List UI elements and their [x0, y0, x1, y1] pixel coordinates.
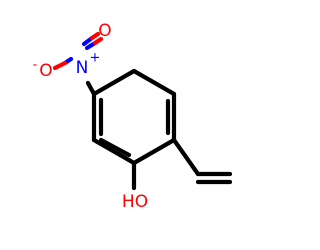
- n-o-single-bond-oxygen-part: [52, 60, 68, 71]
- bond-layer: [52, 31, 233, 191]
- n-o-double-bond-right-oxygen-part: [92, 36, 104, 46]
- ring-bond-c6-c1: [131, 68, 177, 97]
- ring-double-bond-inner-bottom: [98, 137, 132, 158]
- nitrogen-positive-charge: +: [90, 51, 101, 66]
- nitro-double-bond-oxygen-label: O: [98, 21, 111, 41]
- n-o-double-bond-left-oxygen-part: [89, 31, 101, 41]
- vinyl-single-bond: [171, 137, 201, 177]
- ring-bond-c3-c4: [91, 137, 137, 166]
- hydroxyl-label: HO: [122, 192, 148, 212]
- atom-label-layer: O O - N + HO: [33, 21, 148, 212]
- oxygen-negative-charge: -: [33, 58, 38, 73]
- ring-bond-c5-c6: [91, 68, 137, 97]
- bond-ring-to-nitrogen: [85, 80, 97, 97]
- nitrogen-label: N: [76, 58, 89, 78]
- ring-bond-c2-c3: [131, 137, 177, 166]
- nitro-oxide-oxygen-label: O: [39, 61, 52, 81]
- chemical-structure-diagram: O O - N + HO: [33, 21, 233, 212]
